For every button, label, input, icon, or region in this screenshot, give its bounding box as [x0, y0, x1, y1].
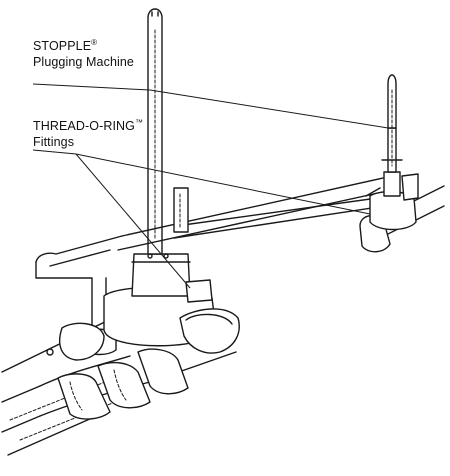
thread-o-ring-label-line2: Fittings — [33, 135, 75, 149]
trademark-mark: ™ — [135, 118, 144, 127]
registered-mark: ® — [91, 38, 98, 47]
lower-fitting-housing — [46, 253, 240, 361]
lower-pipe-sleeves — [57, 348, 189, 420]
leader-lines — [32, 83, 389, 289]
thread-o-ring-label-name: THREAD-O-RING — [33, 119, 135, 133]
stopple-label-line2: Plugging Machine — [33, 55, 134, 69]
far-fitting — [365, 74, 419, 231]
stopple-plugging-machine — [147, 8, 163, 255]
thread-o-ring-leader-far — [75, 153, 371, 215]
stopple-label: STOPPLE® Plugging Machine — [33, 38, 134, 70]
stopple-leader-far — [149, 89, 389, 129]
stopple-leader-near — [32, 83, 151, 91]
thread-o-ring-label: THREAD-O-RING™ Fittings — [33, 118, 143, 150]
connecting-pipes — [117, 175, 399, 251]
stopple-label-name: STOPPLE — [33, 39, 92, 53]
